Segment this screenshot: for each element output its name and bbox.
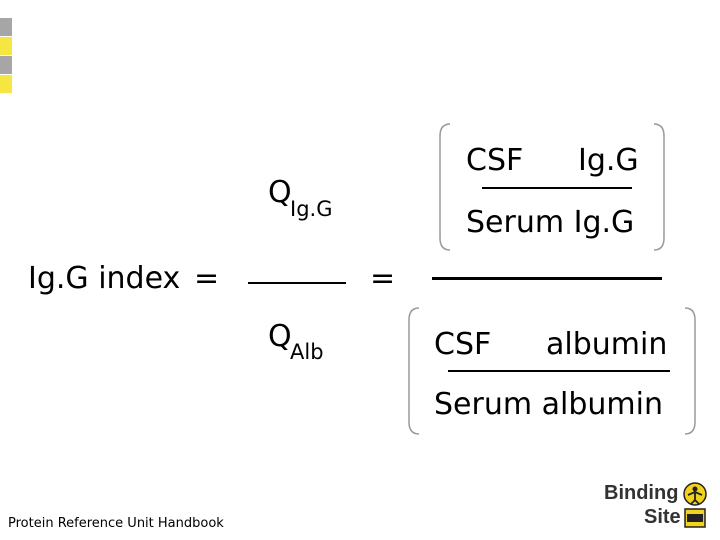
upper-numerator-igg: Ig.G	[578, 143, 639, 178]
logo-text-binding: Binding	[604, 482, 679, 504]
equals-sign-2: =	[370, 261, 396, 296]
upper-left-bracket-icon	[439, 123, 451, 251]
lower-inner-fraction-bar	[448, 370, 670, 372]
q-igg-subscript: Ig.G	[290, 197, 333, 221]
lower-numerator-albumin: albumin	[546, 327, 668, 362]
stripe-gray-2	[0, 56, 12, 74]
lower-denominator: Serum albumin	[434, 387, 663, 422]
q-alb-subscript: Alb	[290, 340, 324, 364]
logo-figure-icon	[683, 482, 707, 506]
main-fraction-bar	[432, 277, 662, 280]
equals-sign-1: =	[194, 261, 220, 296]
q-igg-letter: Q	[268, 175, 292, 210]
binding-site-logo: Binding Site	[600, 480, 712, 530]
upper-right-bracket-icon	[653, 123, 665, 251]
lower-left-bracket-icon	[408, 307, 420, 435]
q-alb-letter: Q	[268, 319, 292, 354]
logo-text-site: Site	[644, 506, 681, 528]
upper-numerator-csf: CSF	[466, 143, 524, 178]
logo-badge-icon	[684, 508, 706, 528]
stripe-yellow-1	[0, 37, 12, 55]
upper-inner-fraction-bar	[482, 187, 632, 189]
stripe-gray-1	[0, 18, 12, 36]
lower-numerator-csf: CSF	[434, 327, 492, 362]
lhs-label: Ig.G index	[28, 261, 181, 296]
fraction-bar-q	[248, 282, 346, 284]
stripe-yellow-2	[0, 75, 12, 93]
lower-right-bracket-icon	[684, 307, 696, 435]
upper-denominator: Serum Ig.G	[466, 205, 635, 240]
footer-handbook-title: Protein Reference Unit Handbook	[8, 516, 224, 531]
